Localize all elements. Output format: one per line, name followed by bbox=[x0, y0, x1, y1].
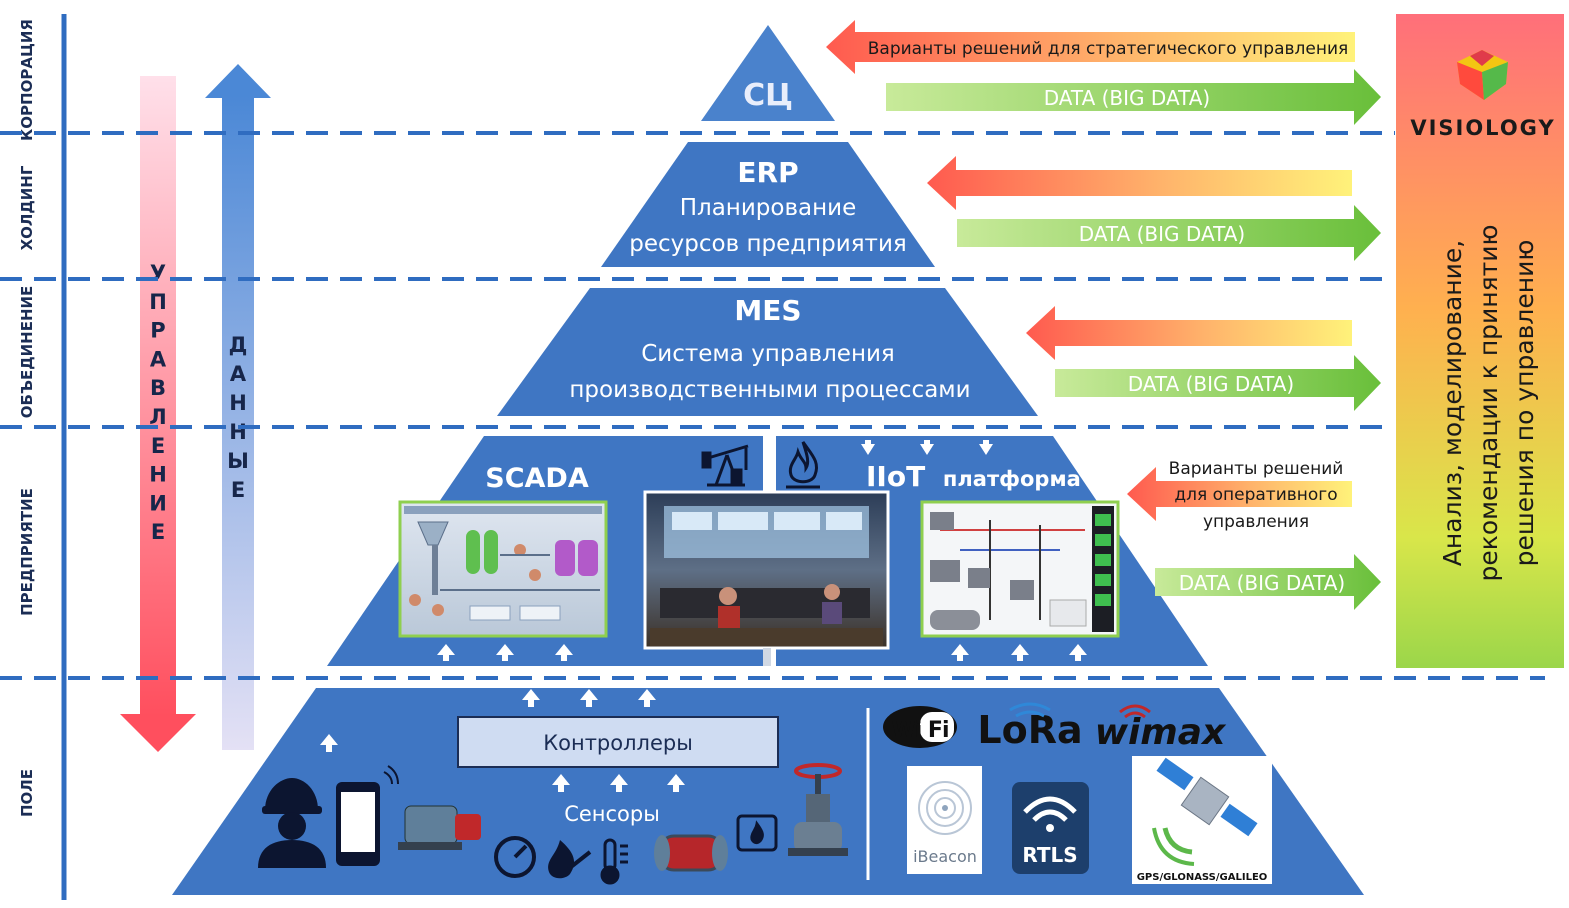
data-arrow-sc-label: DATA (BIG DATA) bbox=[1044, 86, 1210, 110]
level-label-union: ОБЪЕДИНЕНИЕ bbox=[18, 286, 36, 419]
erp-line1: Планирование bbox=[680, 195, 857, 221]
data-up-arrow bbox=[205, 64, 271, 750]
level-label-corporation: КОРПОРАЦИЯ bbox=[18, 19, 36, 141]
management-letter: У bbox=[150, 261, 166, 285]
level-label-field: ПОЛЕ bbox=[18, 769, 36, 817]
data-arrow-erp-label: DATA (BIG DATA) bbox=[1079, 222, 1245, 246]
iiot-down-arrows bbox=[861, 440, 993, 455]
satellite-icon bbox=[1152, 757, 1258, 866]
rtls-tile: RTLS bbox=[1012, 782, 1089, 874]
operational-label-line2: для оперативного bbox=[1174, 485, 1337, 505]
data-arrow-erp: DATA (BIG DATA) bbox=[957, 205, 1381, 261]
visiology-logo-icon bbox=[1457, 50, 1508, 100]
wifi-logo: Wi Fi bbox=[883, 706, 957, 748]
lora-signal-icon bbox=[1009, 702, 1051, 718]
management-letter: Е bbox=[151, 434, 165, 458]
sc-title: СЦ bbox=[743, 78, 793, 113]
management-letter: Е bbox=[151, 520, 165, 544]
worker-icon bbox=[258, 778, 326, 868]
strategic-feedback-arrow: Варианты решений для стратегического упр… bbox=[826, 20, 1355, 74]
visiology-line3: решения по управлению bbox=[1510, 240, 1539, 567]
visiology-panel: VISIOLOGY Анализ, моделирование, рекомен… bbox=[1396, 14, 1564, 668]
controllers-box: Контроллеры bbox=[457, 716, 779, 768]
field-up-arrows bbox=[320, 689, 685, 792]
mes-line1: Система управления bbox=[641, 341, 895, 367]
strategic-feedback-label: Варианты решений для стратегического упр… bbox=[868, 39, 1348, 59]
data-arrow-enterprise: DATA (BIG DATA) bbox=[1155, 554, 1381, 610]
gauge-icon bbox=[494, 836, 536, 878]
oil-pump-icon bbox=[701, 444, 749, 487]
erp-feedback-arrow bbox=[927, 156, 1352, 210]
visiology-line1: Анализ, моделирование, bbox=[1438, 240, 1467, 566]
data-letter: Ы bbox=[227, 449, 249, 473]
level-label-enterprise: ПРЕДПРИЯТИЕ bbox=[18, 488, 36, 616]
flame-icon bbox=[548, 840, 592, 879]
mes-feedback-arrow bbox=[1026, 306, 1352, 360]
iiot-title-main: IIoT bbox=[866, 460, 925, 493]
management-letter: В bbox=[150, 376, 166, 400]
operational-label-line1: Варианты решений bbox=[1169, 459, 1344, 479]
motor-icon bbox=[398, 805, 481, 850]
mes-title: MES bbox=[734, 294, 801, 327]
enterprise-up-arrows bbox=[437, 644, 1087, 661]
wimax-logo: wimax bbox=[1095, 712, 1227, 753]
data-arrow-enterprise-label: DATA (BIG DATA) bbox=[1179, 571, 1345, 595]
data-letter: Н bbox=[229, 420, 247, 444]
iiot-title: IIoT платформа bbox=[866, 460, 1081, 493]
scada-title: SCADA bbox=[485, 463, 589, 494]
data-letter: Н bbox=[229, 391, 247, 415]
management-letter: Л bbox=[149, 405, 166, 429]
gps-label: GPS/GLONASS/GALILEO bbox=[1137, 872, 1268, 883]
wimax-signal-icon bbox=[1119, 704, 1151, 719]
iiot-screen bbox=[920, 500, 1120, 638]
ibeacon-label: iBeacon bbox=[913, 847, 977, 866]
management-letter: Н bbox=[149, 463, 167, 487]
visiology-line2: рекомендации к принятию bbox=[1474, 224, 1503, 581]
level-separators bbox=[0, 131, 1545, 680]
erp-title: ERP bbox=[737, 156, 798, 189]
thermometer-icon bbox=[600, 838, 628, 885]
management-arrow bbox=[120, 76, 196, 752]
tier-mes bbox=[497, 288, 1038, 416]
scada-screen bbox=[398, 500, 608, 638]
visiology-brand: VISIOLOGY bbox=[1410, 116, 1555, 140]
fuel-tank-icon bbox=[736, 814, 778, 852]
data-letter: Д bbox=[229, 333, 248, 357]
screen-stand bbox=[763, 648, 771, 666]
tier-sc bbox=[701, 25, 835, 121]
management-letter: П bbox=[149, 290, 167, 314]
controllers-label: Контроллеры bbox=[543, 731, 693, 755]
ibeacon-tile: iBeacon bbox=[907, 766, 982, 874]
management-letter: Р bbox=[150, 319, 165, 343]
mes-line2: производственными процессами bbox=[569, 377, 970, 403]
tier-erp bbox=[601, 142, 935, 267]
valve-icon bbox=[788, 763, 848, 856]
sensors-label: Сенсоры bbox=[564, 802, 660, 826]
control-room-image bbox=[643, 490, 890, 650]
operational-label-line3: управления bbox=[1203, 512, 1309, 532]
rtls-label: RTLS bbox=[1022, 843, 1077, 867]
smartphone-icon bbox=[336, 765, 399, 866]
flow-meter-icon bbox=[654, 834, 728, 872]
data-arrow-mes: DATA (BIG DATA) bbox=[1055, 355, 1381, 411]
level-label-holding: ХОЛДИНГ bbox=[18, 165, 36, 250]
operational-feedback-arrow: Варианты решений для оперативного управл… bbox=[1127, 459, 1352, 532]
data-letter: А bbox=[230, 362, 247, 386]
wifi-label: Wi Fi bbox=[891, 718, 948, 743]
data-letter: Е bbox=[231, 478, 245, 502]
management-letter: А bbox=[150, 347, 167, 371]
gps-tile: GPS/GLONASS/GALILEO bbox=[1132, 756, 1272, 884]
iiot-title-sub: платформа bbox=[943, 467, 1081, 491]
lora-logo: LoRa bbox=[977, 708, 1082, 752]
data-arrow-mes-label: DATA (BIG DATA) bbox=[1128, 372, 1294, 396]
erp-line2: ресурсов предприятия bbox=[629, 231, 906, 257]
gas-flame-icon bbox=[786, 441, 820, 489]
management-letter: И bbox=[149, 491, 167, 515]
data-arrow-sc: DATA (BIG DATA) bbox=[886, 69, 1381, 125]
